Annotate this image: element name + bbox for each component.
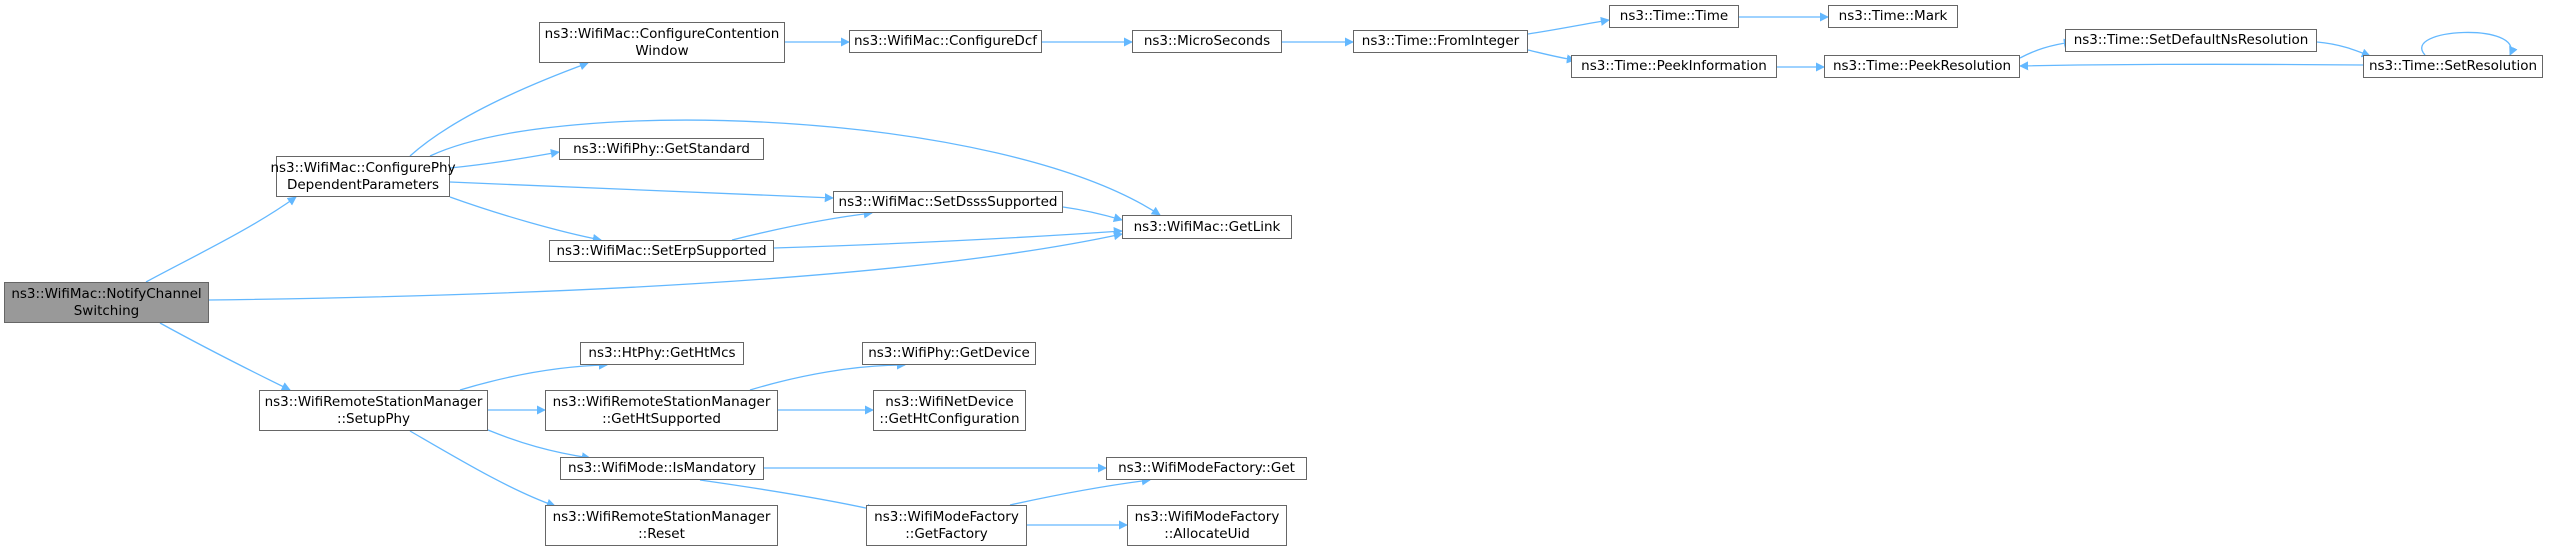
- edge-setup-phy-to-is-mandatory: [487, 429, 591, 462]
- edge-setup-phy-to-reset: [409, 430, 556, 508]
- node-time-peek-resolution[interactable]: ns3::Time::PeekResolution: [1824, 55, 2020, 78]
- node-time-from-integer[interactable]: ns3::Time::FromInteger: [1353, 30, 1528, 53]
- edge-configure-phy-to-set-dsss: [449, 181, 834, 203]
- node-configure-phy-dependent-parameters[interactable]: ns3::WifiMac::ConfigurePhy DependentPara…: [270, 156, 456, 197]
- node-wifi-mode-factory-allocate-uid[interactable]: ns3::WifiModeFactory ::AllocateUid: [1127, 505, 1287, 546]
- edge-from-integer-to-time: [1527, 16, 1610, 35]
- node-ht-get-ht-mcs[interactable]: ns3::HtPhy::GetHtMcs: [580, 342, 744, 365]
- node-setup-phy[interactable]: ns3::WifiRemoteStationManager ::SetupPhy: [259, 390, 488, 431]
- edge-is-mandatory-to-get-factory: [699, 479, 876, 513]
- node-micro-seconds[interactable]: ns3::MicroSeconds: [1132, 30, 1282, 53]
- node-notify-channel-switching: ns3::WifiMac::NotifyChannel Switching: [4, 282, 209, 323]
- edge-set-res-to-peek-res: [2019, 61, 2364, 71]
- edge-configure-phy-to-contention: [409, 61, 589, 157]
- edge-configure-phy-to-get-link: [429, 119, 1161, 216]
- node-get-standard[interactable]: ns3::WifiPhy::GetStandard: [559, 138, 764, 160]
- node-set-erp-supported[interactable]: ns3::WifiMac::SetErpSupported: [549, 240, 774, 262]
- edge-configure-phy-to-set-erp: [449, 196, 602, 243]
- node-wifi-mode-factory-get[interactable]: ns3::WifiModeFactory::Get: [1106, 457, 1307, 480]
- node-wifi-mode-is-mandatory[interactable]: ns3::WifiMode::IsMandatory: [560, 457, 764, 480]
- edge-setup-phy-to-ht-mcs: [459, 360, 608, 391]
- edge-notify-to-configure-phy: [145, 196, 297, 283]
- edge-from-integer-to-peek-info: [1527, 49, 1576, 64]
- node-time-peek-information[interactable]: ns3::Time::PeekInformation: [1571, 55, 1777, 78]
- node-time-mark[interactable]: ns3::Time::Mark: [1828, 5, 1958, 28]
- edge-get-factory-to-factory-get: [1009, 476, 1151, 506]
- node-configure-contention-window[interactable]: ns3::WifiMac::ConfigureContention Window: [539, 22, 785, 63]
- node-get-ht-supported[interactable]: ns3::WifiRemoteStationManager ::GetHtSup…: [545, 390, 778, 431]
- edge-ht-supported-to-get-device: [749, 360, 906, 391]
- node-wifi-mode-factory-get-factory[interactable]: ns3::WifiModeFactory ::GetFactory: [866, 505, 1027, 546]
- edge-set-res-self-loop: [2421, 31, 2518, 56]
- edge-set-erp-to-get-link: [773, 227, 1123, 249]
- node-time-set-resolution[interactable]: ns3::Time::SetResolution: [2363, 55, 2543, 78]
- node-time-time[interactable]: ns3::Time::Time: [1609, 5, 1739, 28]
- edge-set-erp-to-set-dsss: [731, 209, 873, 241]
- edge-set-dsss-to-get-link: [1062, 206, 1123, 223]
- edge-layer: [145, 12, 2518, 530]
- node-get-ht-configuration[interactable]: ns3::WifiNetDevice ::GetHtConfiguration: [873, 390, 1026, 431]
- node-remote-station-manager-reset[interactable]: ns3::WifiRemoteStationManager ::Reset: [545, 505, 778, 546]
- node-configure-dcf[interactable]: ns3::WifiMac::ConfigureDcf: [849, 30, 1042, 53]
- edge-notify-to-get-link: [208, 231, 1123, 301]
- node-wifi-phy-get-device[interactable]: ns3::WifiPhy::GetDevice: [862, 342, 1036, 365]
- node-set-dsss-supported[interactable]: ns3::WifiMac::SetDsssSupported: [833, 191, 1063, 213]
- edge-set-default-to-set-res: [2316, 41, 2371, 58]
- edge-notify-to-setup-phy: [159, 322, 291, 391]
- edge-configure-phy-to-get-standard: [449, 148, 560, 169]
- node-get-link[interactable]: ns3::WifiMac::GetLink: [1122, 215, 1292, 239]
- node-time-set-default-ns-resolution[interactable]: ns3::Time::SetDefaultNsResolution: [2065, 29, 2317, 52]
